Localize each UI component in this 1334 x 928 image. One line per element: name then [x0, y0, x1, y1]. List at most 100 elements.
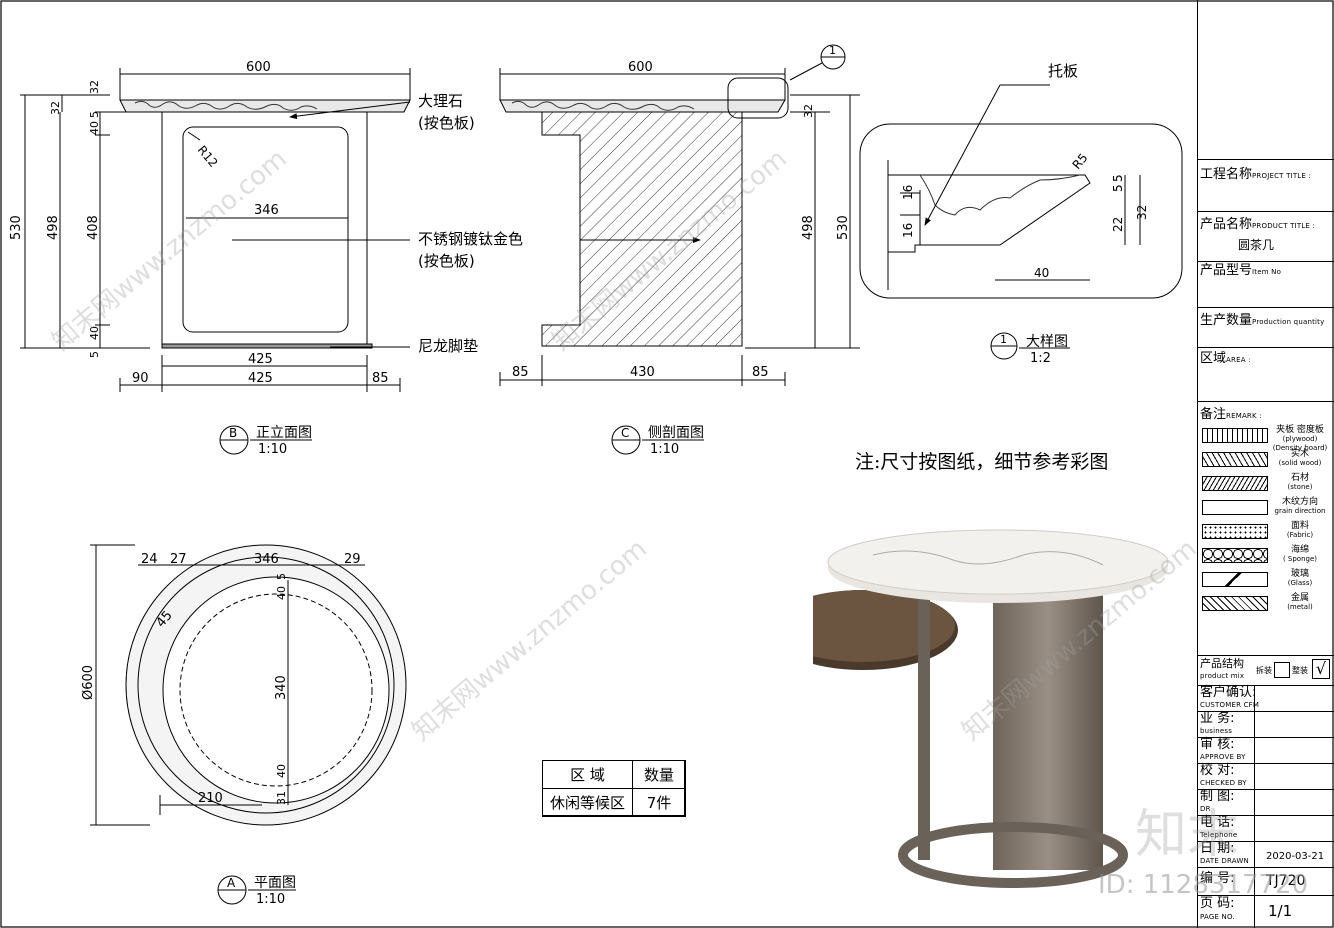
legend-swatch [1202, 500, 1268, 515]
front-dim-5b: 5 [88, 351, 101, 358]
front-view-text: 600 530 498 408 32 32 5 40 40 5 R12 346 … [9, 60, 523, 386]
remark-row: 备注REMARK : [1198, 402, 1334, 656]
detail-label-tray: 托板 [1048, 62, 1078, 80]
front-title-letter: B [229, 426, 237, 440]
watermark-id: ID: 1128317720 [1098, 870, 1309, 900]
qty-row: 生产数量Production quantity [1198, 308, 1334, 348]
approve-row: 审 核:APPROVE BY [1198, 738, 1334, 764]
legend-swatch [1202, 572, 1268, 587]
side-title: 侧剖面图 [648, 425, 704, 441]
side-scale: 1:10 [650, 442, 679, 457]
watermark-logo: 知末 [1135, 805, 1240, 865]
plan-dim-24: 24 [141, 552, 158, 567]
front-marble-top [119, 99, 411, 113]
page-row: 页 码:PAGE NO.1/1 [1198, 896, 1334, 928]
front-dim-530: 530 [9, 215, 24, 240]
no-value: TJ720 [1266, 873, 1306, 889]
legend-text: 海绵( Sponge) [1282, 545, 1318, 564]
detail-title-num: 1 [1000, 333, 1007, 346]
front-dim-425b: 425 [248, 371, 273, 386]
legend-text: 实木(solid wood) [1278, 449, 1322, 468]
front-view [20, 68, 411, 392]
qty-label: 生产数量 [1200, 313, 1253, 328]
business-row: 业 务:business [1198, 712, 1334, 738]
front-dim-85: 85 [372, 371, 389, 386]
detail-dim-22: 22 [1111, 217, 1125, 232]
side-dim-85b: 85 [752, 365, 769, 380]
legend-item: 金属(metal) [1200, 594, 1332, 614]
legend-item: 实木(solid wood) [1200, 450, 1332, 470]
qty-cell-count: 7件 [632, 788, 686, 817]
legend-text: 玻璃(Glass) [1287, 569, 1313, 588]
structure-box-b[interactable]: √ [1312, 659, 1330, 679]
plan-dim-31: 31 [275, 791, 288, 805]
legend-text: 石材(stone) [1287, 473, 1313, 492]
structure-opt-a: 拆装 [1256, 666, 1272, 675]
product-row: 产品名称PRODUCT TITLE : 圆茶几 [1198, 212, 1334, 262]
no-row: 编 号:TJ720 [1198, 868, 1334, 896]
legend-swatch [1202, 596, 1268, 611]
side-callout: 1 [829, 44, 836, 57]
plan-dim-29: 29 [344, 552, 361, 567]
structure-label: 产品结构 [1200, 657, 1244, 670]
legend-item: 海绵( Sponge) [1200, 546, 1332, 566]
front-dim-top: 600 [246, 60, 271, 75]
plan-title-letter: A [227, 876, 236, 890]
area-label: 区域 [1200, 351, 1227, 366]
plan-dim-dia: Ø600 [81, 665, 96, 700]
remark-label: 备注 [1200, 407, 1227, 422]
front-title: 正立面图 [256, 425, 312, 441]
front-dim-40a: 40 [88, 121, 101, 135]
detail-scale: 1:2 [1030, 351, 1051, 366]
side-title-letter: C [621, 426, 629, 440]
plan-dim-27: 27 [170, 552, 187, 567]
side-section [541, 111, 743, 347]
qty-header-area: 区 域 [542, 760, 633, 789]
side-view-title: C 侧剖面图 1:10 [611, 425, 704, 457]
legend-swatch [1202, 452, 1268, 467]
page-value: 1/1 [1268, 902, 1293, 920]
plan-dim-40a: 40 [275, 586, 288, 600]
front-dim-346: 346 [254, 203, 279, 218]
side-dim-498: 498 [801, 215, 816, 240]
legend-swatch [1202, 548, 1268, 563]
detail-text: 托板 R5 16 16 5 5 22 32 40 1 大样图 1:2 [901, 62, 1149, 366]
plan-dim-40b: 40 [275, 764, 288, 778]
legend-swatch [1202, 428, 1268, 443]
legend-swatch [1202, 524, 1268, 539]
structure-box-a[interactable] [1274, 662, 1290, 678]
legend-item: 夹板 密度板(plywood)(Density board) [1200, 426, 1332, 452]
label-marble: 大理石 [418, 92, 463, 110]
product-label: 产品名称 [1200, 217, 1253, 232]
legend-text: 面料(Fabric) [1286, 521, 1314, 540]
tel-row: 电 话:Telephone [1198, 816, 1334, 842]
plan-dim-340: 340 [274, 675, 289, 700]
customer-row: 客户确认:CUSTOMER CFM [1198, 686, 1334, 712]
plan-dim-346: 346 [254, 552, 279, 567]
front-dim-408: 408 [86, 215, 101, 240]
front-view-title: B 正立面图 1:10 [219, 425, 312, 457]
label-steel-sub: (按色板) [418, 252, 475, 270]
product-photo [813, 529, 1169, 888]
front-dim-r12: R12 [195, 143, 221, 170]
legend-swatch [1202, 476, 1268, 491]
model-row: 产品型号Item No [1198, 262, 1334, 308]
front-scale: 1:10 [258, 442, 287, 457]
plan-view-text: 24 27 346 29 45 Ø600 5 40 340 40 31 210 [81, 552, 361, 806]
quantity-table: 区 域 数量 休闲等候区 7件 [542, 760, 686, 817]
detail-view [859, 84, 1183, 360]
detail-dim-r5: R5 [1070, 151, 1091, 172]
side-dim-430: 430 [630, 365, 655, 380]
plan-title: 平面图 [254, 875, 296, 891]
drawing-note: 注:尺寸按图纸，细节参考彩图 [855, 451, 1109, 473]
date-value: 2020-03-21 [1266, 851, 1325, 862]
detail-dim-32: 32 [1135, 205, 1149, 220]
qty-cell-area: 休闲等候区 [542, 788, 633, 817]
plan-view-title: A 平面图 1:10 [217, 875, 296, 907]
label-steel: 不锈钢镀钛金色 [418, 230, 523, 248]
detail-dim-5b: 5 [1111, 184, 1125, 192]
